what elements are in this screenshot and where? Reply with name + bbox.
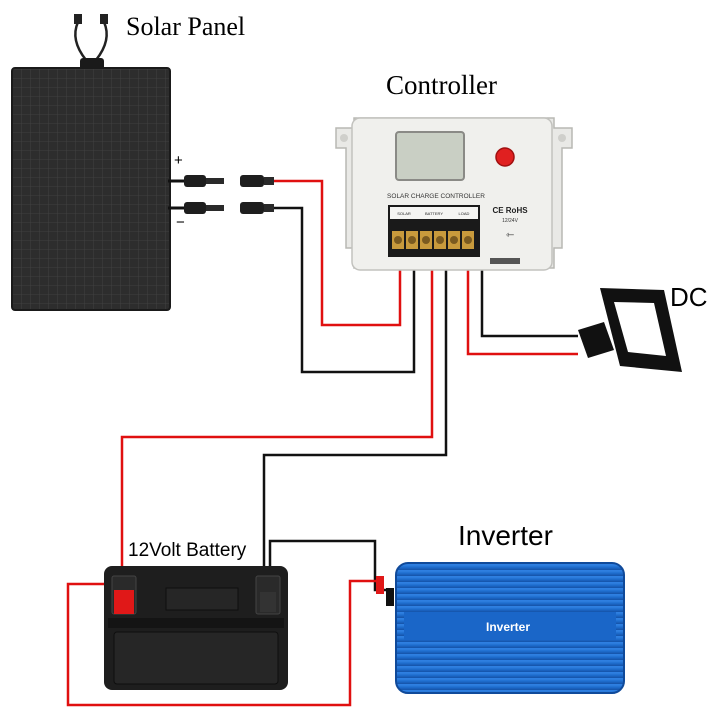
wire-panel-negative [274,206,416,374]
battery-lower [113,631,279,685]
usb-port [490,258,520,264]
panel-connector-right [100,14,108,24]
inverter-label: Inverter [458,520,553,551]
cert-marks: CE RoHS [492,206,528,215]
solar-panel-body [11,67,171,311]
wire-battery-negative [262,270,448,580]
dc-lamp-face [614,302,666,356]
terminal-label-solar: SOLAR [397,211,411,216]
mc4-connector-positive [168,175,274,187]
usb-icon: ⇽ [506,230,514,241]
panel-cable-left [74,21,87,61]
battery-groove [108,618,284,628]
mount-hole-left [340,134,348,142]
inverter: Inverter [376,562,625,694]
battery-label: 12Volt Battery [128,540,247,561]
terminal-labels [390,207,478,219]
minus-sign: − [176,214,185,231]
battery-12v [104,566,288,690]
panel-cable-right [95,21,108,61]
inverter-terminal-positive [376,576,384,594]
plus-sign: + [174,152,183,169]
terminal-label-battery: BATTERY [425,211,443,216]
panel-connector-left [74,14,82,24]
wire-battery-positive [120,270,434,582]
lcd-screen [395,131,465,181]
battery-terminal-negative [260,592,276,612]
terminal-label-load: LOAD [459,211,470,216]
inverter-terminal-negative [386,588,394,606]
controller-button [495,147,515,167]
charge-controller: SOLAR CHARGE CONTROLLER CE RoHS 12/24V ⇽… [335,117,573,271]
battery-terminal-positive [114,590,134,614]
mount-hole-right [558,134,566,142]
controller-voltage: 12/24V [502,218,519,224]
wire-load-positive [466,270,578,356]
wire-inverter-positive [66,579,380,707]
dc-label: DC [670,282,708,312]
controller-device-title: SOLAR CHARGE CONTROLLER [387,193,485,200]
solar-panel-label: Solar Panel [126,12,246,41]
battery-label-area [165,587,239,611]
inverter-label-band [404,612,616,640]
controller-label: Controller [386,70,497,100]
dc-lamp-mount [578,322,614,358]
dc-load-lamp [578,288,682,372]
wire-load-negative [480,270,578,338]
solar-panel [11,14,274,311]
mc4-connector-negative [168,202,274,214]
wire-panel-positive [274,179,402,327]
wire-inverter-negative [268,539,392,592]
screw-terminals [392,231,474,249]
inverter-body-text: Inverter [486,620,530,634]
